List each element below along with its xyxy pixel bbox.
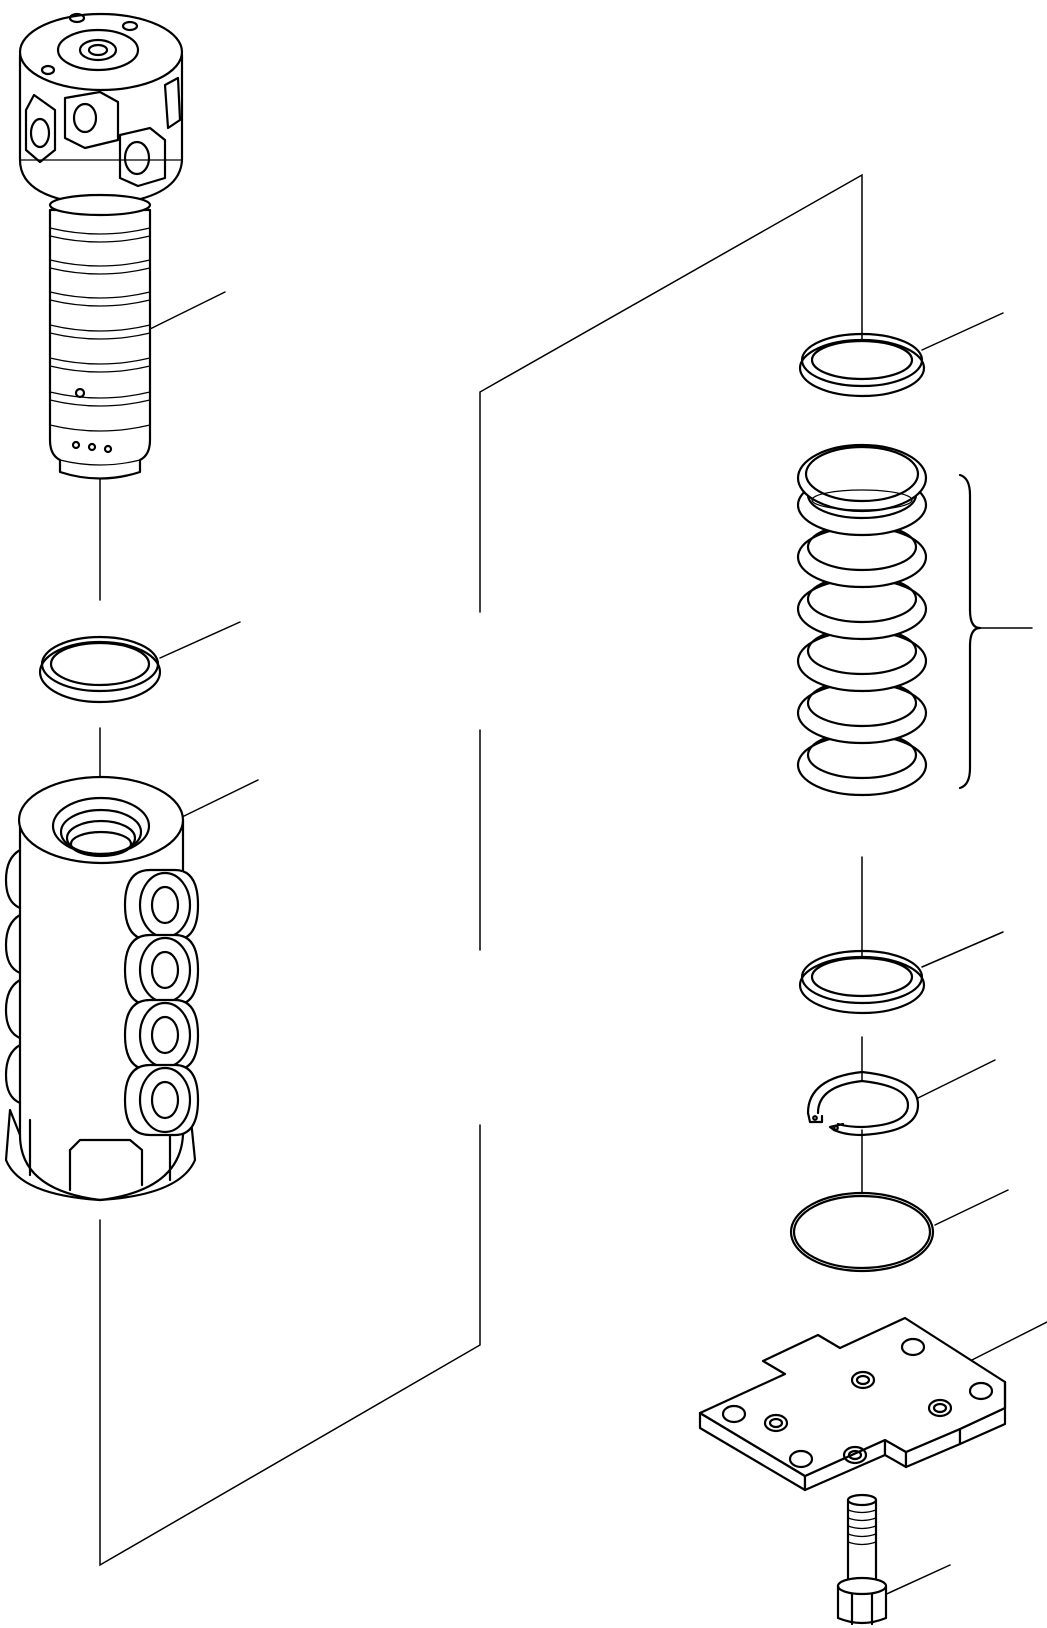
cover-plate-hole-4 — [788, 1449, 814, 1469]
cover-plate-hole-1 — [900, 1337, 926, 1357]
valve-housing — [4, 775, 200, 1202]
housing-bore-thread-3 — [69, 830, 133, 858]
bolt-tip — [846, 1493, 878, 1507]
leader-snap-ring — [917, 1059, 996, 1099]
spool-cap-top — [18, 12, 184, 92]
spool-port-right — [123, 140, 151, 176]
spool-oil-hole-2 — [87, 442, 97, 452]
spool-grooves — [49, 227, 151, 466]
o-ring-lower-right — [789, 1191, 935, 1273]
leader-o-ring-lower-right — [934, 1189, 1009, 1226]
spool-oil-hole-4 — [71, 440, 81, 450]
housing-bump-left-1 — [4, 848, 22, 910]
housing-bump-left-2 — [4, 913, 22, 975]
leader-backup-ring-middle — [921, 931, 1004, 968]
spool-cap-center-hole — [78, 38, 118, 62]
snap-ring-lug-right — [828, 1122, 845, 1132]
housing-hex-base — [4, 1108, 197, 1202]
spring-pack — [796, 443, 928, 797]
spool-port-face-far — [163, 76, 182, 130]
spool-cap-bolt-hole-3 — [40, 64, 56, 76]
cover-plate-hole-3 — [721, 1404, 747, 1424]
leader-o-ring-upper-left — [159, 621, 241, 659]
backup-ring-middle — [798, 949, 926, 1015]
housing-bump-left-4 — [4, 1043, 22, 1105]
cover-plate-hole-6 — [927, 1398, 953, 1418]
cover-plate-hole-7 — [763, 1413, 789, 1433]
snap-ring-outer — [806, 1070, 920, 1137]
bolt-thread — [847, 1509, 877, 1546]
spring-inner-visible — [811, 489, 913, 511]
leader-cover-plate — [967, 1321, 1047, 1363]
housing-port-1 — [123, 868, 200, 942]
snap-ring-inner — [816, 1079, 910, 1129]
housing-port-2 — [123, 933, 200, 1007]
valve-spool — [18, 12, 184, 480]
spool-stem-top — [48, 193, 152, 217]
housing-port-4 — [123, 1063, 200, 1137]
cover-plate-hole-2 — [968, 1381, 994, 1401]
bolt-head — [836, 1584, 888, 1625]
cover-plate — [698, 1316, 1007, 1492]
spool-cap-bolt-hole-1 — [68, 12, 86, 24]
housing-port-3 — [123, 998, 200, 1072]
o-ring-upper-left — [38, 635, 162, 704]
spring-coil-1 — [796, 443, 928, 513]
housing-bump-left-3 — [4, 978, 22, 1040]
bolt-head-top — [836, 1576, 888, 1596]
spool-port-front — [72, 102, 98, 134]
cover-plate-hole-8 — [842, 1445, 868, 1465]
bolt — [836, 1493, 888, 1626]
housing-hex-flat-1 — [68, 1138, 144, 1187]
axis-line-to-right-column — [479, 173, 863, 613]
bolt-shank — [846, 1495, 878, 1584]
axis-line-housing-return — [99, 1124, 481, 1567]
cover-plate-hole-5 — [850, 1370, 876, 1390]
spool-port-face-left — [24, 93, 57, 164]
snap-ring-lug-left — [806, 1111, 824, 1124]
leader-valve-spool — [147, 291, 226, 331]
backup-ring-top — [798, 332, 926, 398]
spool-cap-boss — [56, 28, 140, 72]
snap-ring — [806, 1070, 920, 1137]
spool-oil-hole-1 — [74, 387, 86, 399]
spool-port-face-front — [63, 90, 120, 150]
leader-bolt — [879, 1564, 951, 1598]
spool-oil-hole-3 — [103, 444, 113, 454]
spool-port-face-right — [118, 126, 167, 188]
leader-backup-ring-top — [921, 312, 1004, 351]
spring-pack-bracket — [958, 473, 982, 790]
spool-port-left — [29, 117, 51, 149]
spool-cap-center-hole-inner — [87, 43, 109, 57]
spool-cap-bolt-hole-2 — [121, 20, 139, 32]
leader-lines — [147, 291, 1047, 1598]
assembly-path-lines — [99, 173, 863, 1567]
leader-valve-housing — [179, 779, 259, 819]
spool-stem — [48, 208, 152, 480]
